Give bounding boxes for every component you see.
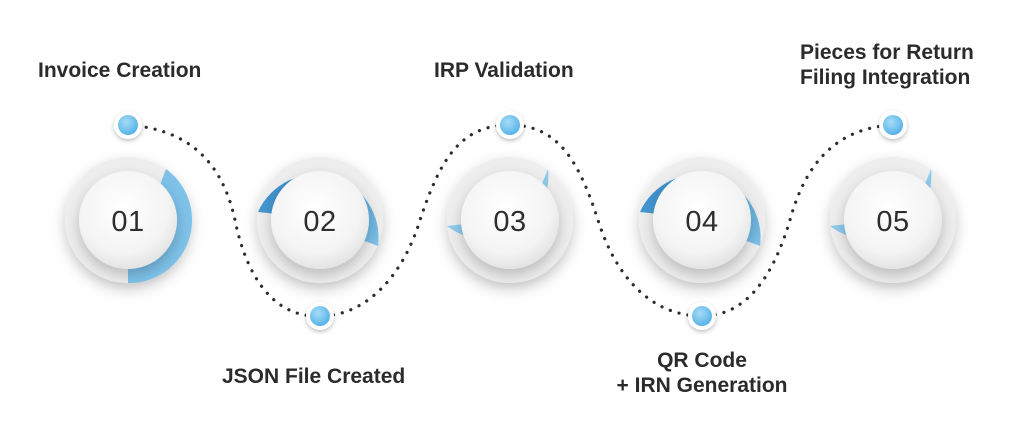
step-4: 04 — [639, 157, 765, 283]
step-1-ring-accent — [128, 169, 193, 284]
step-5-number: 05 — [876, 206, 909, 238]
step-3-ring-accent — [447, 169, 549, 240]
step-5-disc — [844, 171, 942, 269]
step-3-label-line-1: IRP Validation — [434, 59, 574, 82]
step-4-label-line-2: + IRN Generation — [616, 374, 788, 397]
step-5-dot — [879, 111, 907, 139]
step-3-disc — [461, 171, 559, 269]
step-4-label-line-1: QR Code — [657, 349, 747, 372]
step-3: 03 — [447, 157, 573, 283]
step-3-number: 03 — [493, 206, 526, 238]
step-2-label: JSON File Created — [222, 364, 405, 389]
connector-path — [126, 123, 895, 318]
step-4-dot — [688, 302, 716, 330]
step-5: 05 — [830, 157, 956, 283]
step-2-dot — [306, 302, 334, 330]
step-4-number: 04 — [685, 206, 718, 238]
step-1-dot — [114, 111, 142, 139]
step-3-label: IRP Validation — [434, 58, 574, 83]
step-1-label: Invoice Creation — [38, 58, 201, 83]
step-3-dot — [496, 111, 524, 139]
step-2-label-line-1: JSON File Created — [222, 365, 406, 388]
step-1-disc — [79, 171, 177, 269]
step-5-label-line-2: Filing Integration — [800, 66, 971, 89]
step-1-number: 01 — [111, 206, 144, 238]
step-1: 01 — [65, 157, 193, 284]
step-2-number: 02 — [303, 206, 336, 238]
step-4-label: QR Code + IRN Generation — [617, 348, 788, 398]
step-1-label-line-1: Invoice Creation — [38, 59, 202, 82]
step-2-disc — [271, 171, 369, 269]
step-5-ring-accent — [830, 169, 932, 240]
step-5-label-line-1: Pieces for Return — [800, 41, 974, 64]
step-5-label: Pieces for Return Filing Integration — [800, 40, 974, 90]
step-2: 02 — [257, 157, 383, 283]
step-4-disc — [653, 171, 751, 269]
